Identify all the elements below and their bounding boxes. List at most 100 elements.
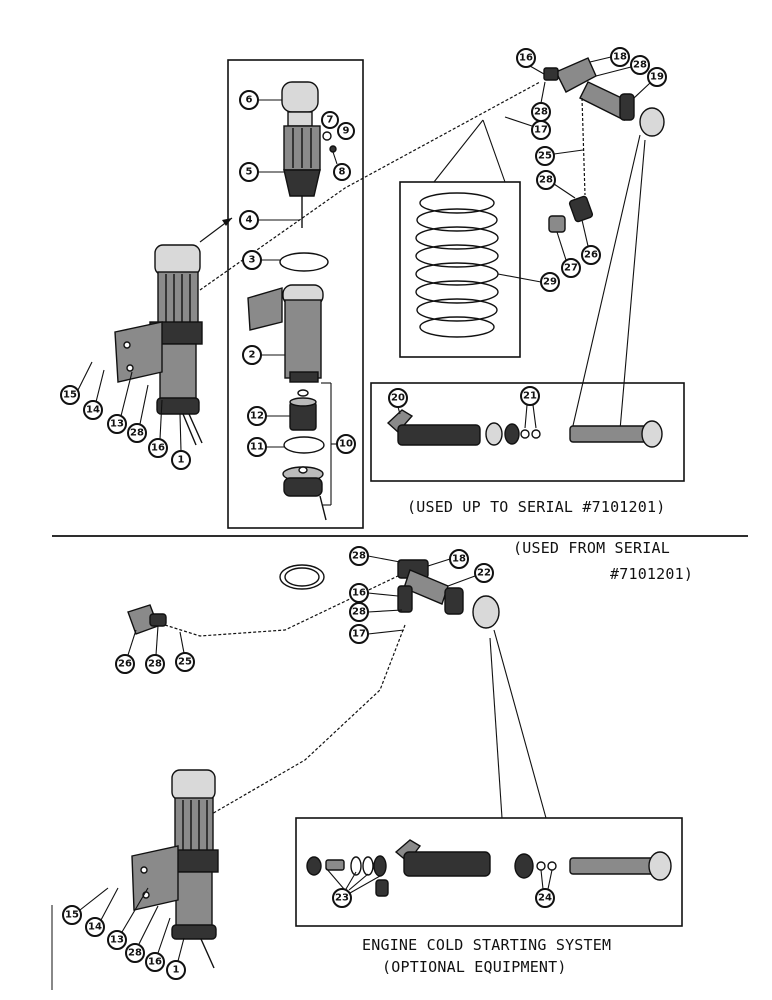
svg-text:18: 18 xyxy=(452,554,466,565)
svg-text:18: 18 xyxy=(613,52,627,63)
callout-16-lower-b: 16 xyxy=(145,952,165,972)
diagram-subtitle: (OPTIONAL EQUIPMENT) xyxy=(382,958,567,976)
callout-25-upper: 25 xyxy=(535,146,555,166)
svg-text:27: 27 xyxy=(564,263,578,274)
callout-9: 9 xyxy=(337,122,355,140)
knob-detail-frame-lower xyxy=(295,817,683,927)
callout-18-lower: 18 xyxy=(449,549,469,569)
callout-3: 3 xyxy=(242,250,262,270)
svg-text:28: 28 xyxy=(148,659,162,670)
callout-29: 29 xyxy=(540,272,560,292)
svg-text:11: 11 xyxy=(250,442,264,453)
spring-detail-frame xyxy=(399,181,521,358)
svg-text:28: 28 xyxy=(352,551,366,562)
svg-text:25: 25 xyxy=(538,151,552,162)
svg-text:26: 26 xyxy=(118,659,132,670)
callout-16-lower: 16 xyxy=(349,583,369,603)
svg-text:6: 6 xyxy=(246,95,253,106)
svg-text:13: 13 xyxy=(110,419,124,430)
gasket-part-11 xyxy=(283,436,325,454)
svg-text:28: 28 xyxy=(352,607,366,618)
svg-text:12: 12 xyxy=(250,411,264,422)
callout-21-upper: 21 xyxy=(520,386,540,406)
svg-text:19: 19 xyxy=(650,72,664,83)
svg-text:14: 14 xyxy=(86,405,100,416)
callout-28-upper-d: 28 xyxy=(536,170,556,190)
callout-23: 23 xyxy=(332,888,352,908)
screw-part-7 xyxy=(322,131,332,141)
callout-26-upper: 26 xyxy=(581,245,601,265)
svg-text:28: 28 xyxy=(534,107,548,118)
svg-text:28: 28 xyxy=(128,948,142,959)
svg-text:13: 13 xyxy=(110,935,124,946)
svg-text:28: 28 xyxy=(539,175,553,186)
callout-16-upper-b: 16 xyxy=(516,48,536,68)
svg-text:25: 25 xyxy=(178,657,192,668)
upper-assembly xyxy=(114,57,685,529)
callout-28-lower-a: 28 xyxy=(349,546,369,566)
knob-assembly-detail-upper xyxy=(386,409,663,448)
callout-17-upper: 17 xyxy=(531,120,551,140)
washer-part-8 xyxy=(329,145,337,153)
svg-text:23: 23 xyxy=(335,893,349,904)
callout-13: 13 xyxy=(107,414,127,434)
svg-text:7: 7 xyxy=(327,115,334,126)
callout-8: 8 xyxy=(333,163,351,181)
housing-part-2 xyxy=(247,284,324,383)
callout-1-lower: 1 xyxy=(166,960,186,980)
filter-part-12 xyxy=(289,389,317,431)
svg-text:28: 28 xyxy=(633,60,647,71)
callout-15-lower: 15 xyxy=(62,905,82,925)
svg-text:3: 3 xyxy=(249,255,256,266)
cable-control-upper xyxy=(543,57,665,233)
callout-26-lower: 26 xyxy=(115,654,135,674)
callout-15: 15 xyxy=(60,385,80,405)
primer-cylinder-upper xyxy=(114,244,203,446)
svg-text:2: 2 xyxy=(249,350,256,361)
callout-18-upper: 18 xyxy=(610,47,630,67)
callout-25-lower: 25 xyxy=(175,652,195,672)
svg-text:17: 17 xyxy=(534,125,548,136)
fitting-assembly-lower-left xyxy=(127,604,167,635)
callout-28-lower-d: 28 xyxy=(125,943,145,963)
callout-14-lower: 14 xyxy=(85,917,105,937)
gasket-part-3 xyxy=(279,252,329,272)
svg-text:24: 24 xyxy=(538,893,552,904)
coil-spring-part-29 xyxy=(415,192,499,338)
svg-text:16: 16 xyxy=(151,443,165,454)
callout-28-lower-b: 28 xyxy=(349,602,369,622)
svg-text:1: 1 xyxy=(173,965,180,976)
knob-assembly-detail-lower xyxy=(306,839,672,897)
callout-28-upper-b: 28 xyxy=(630,55,650,75)
callout-11: 11 xyxy=(247,437,267,457)
svg-text:28: 28 xyxy=(130,428,144,439)
svg-text:15: 15 xyxy=(65,910,79,921)
callout-10: 10 xyxy=(336,434,356,454)
callout-19-upper: 19 xyxy=(647,67,667,87)
upper-serial-note: (USED UP TO SERIAL #7101201) xyxy=(407,498,666,516)
cable-control-lower xyxy=(397,559,500,629)
svg-text:17: 17 xyxy=(352,629,366,640)
callout-12: 12 xyxy=(247,406,267,426)
svg-text:4: 4 xyxy=(246,215,253,226)
callout-22: 22 xyxy=(474,563,494,583)
callout-5: 5 xyxy=(239,162,259,182)
svg-text:16: 16 xyxy=(519,53,533,64)
svg-text:1: 1 xyxy=(178,455,185,466)
tube-part-17-lower xyxy=(164,574,406,816)
callout-1-upper: 1 xyxy=(171,450,191,470)
callout-4: 4 xyxy=(239,210,259,230)
body-part-5 xyxy=(283,111,321,197)
callout-20-upper: 20 xyxy=(388,388,408,408)
upper-exploded-frame xyxy=(227,59,364,529)
callout-13-lower: 13 xyxy=(107,930,127,950)
svg-text:9: 9 xyxy=(343,126,350,137)
callouts-lower: 28 18 22 16 28 17 26 28 25 23 24 15 14 1… xyxy=(62,546,555,980)
diagram-title: ENGINE COLD STARTING SYSTEM xyxy=(362,936,612,954)
callout-28-upper-a: 28 xyxy=(127,423,147,443)
svg-text:26: 26 xyxy=(584,250,598,261)
primer-cylinder-lower xyxy=(131,769,219,969)
lower-serial-note-line1: (USED FROM SERIAL xyxy=(513,539,670,557)
svg-text:16: 16 xyxy=(148,957,162,968)
